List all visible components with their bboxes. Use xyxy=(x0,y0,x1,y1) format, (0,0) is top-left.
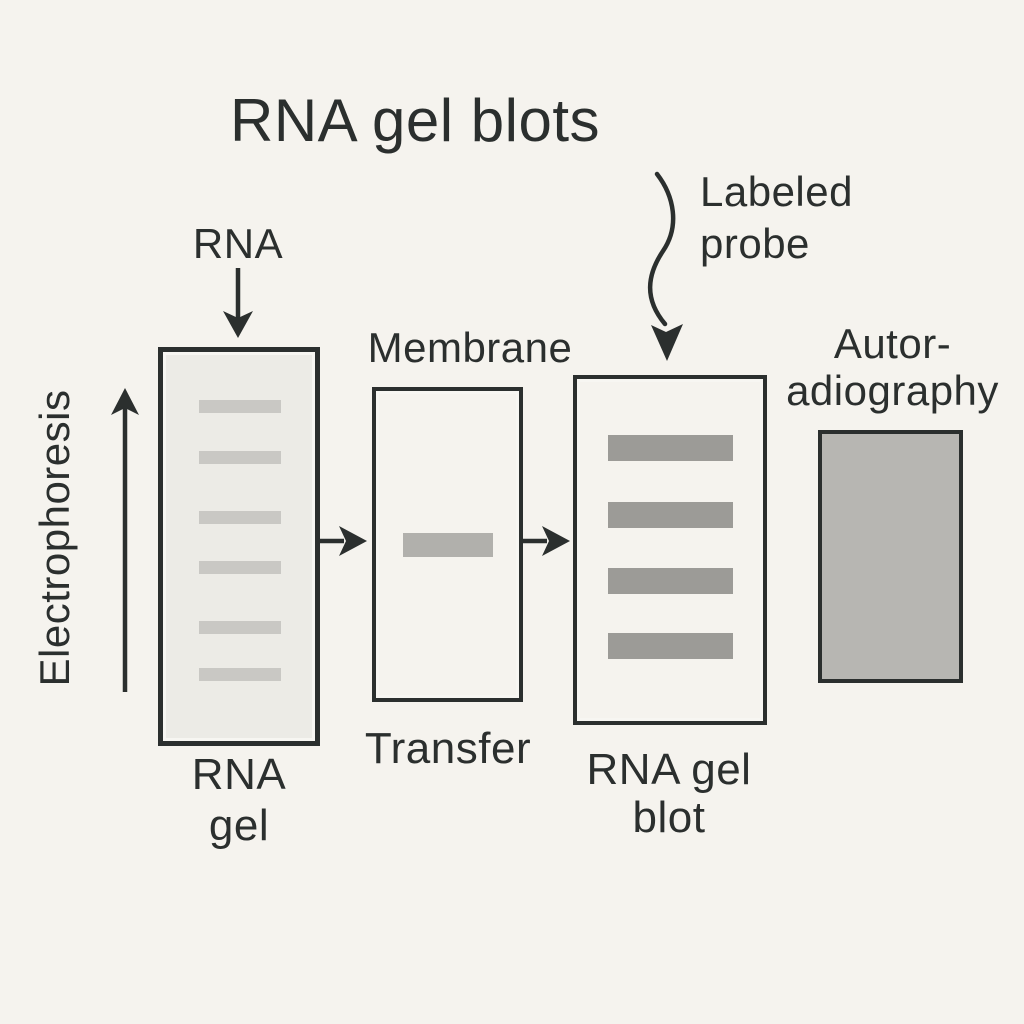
autoradiography-film-panel xyxy=(818,430,963,683)
electrophoresis-up-arrow-icon xyxy=(111,388,139,692)
membrane-label: Membrane xyxy=(367,324,573,371)
membrane-to-blot-arrow-head xyxy=(542,526,570,556)
electrophoresis-up-arrow-head xyxy=(111,388,139,415)
page-title: RNA gel blots xyxy=(229,87,600,154)
blot-band xyxy=(608,568,733,594)
rna-gel-panel xyxy=(158,347,320,746)
membrane-band xyxy=(403,533,493,557)
rna-down-arrow-icon xyxy=(223,268,253,338)
labeled-probe-line2: probe xyxy=(700,220,810,268)
probe-wavy-arrow-icon xyxy=(647,171,683,361)
blot-band xyxy=(608,435,733,461)
rna-gel-caption: RNA gel xyxy=(148,750,330,851)
gel-to-membrane-arrow-icon xyxy=(318,526,367,556)
autoradiography-label: Autor- adiography xyxy=(770,320,1015,414)
rna-gel-blot-caption: RNA gel blot xyxy=(569,745,769,843)
rna-gel-caption-line1: RNA xyxy=(191,750,287,799)
rna-input-label: RNA xyxy=(192,220,284,267)
rna-gel-blot-caption-line2: blot xyxy=(632,793,706,843)
rna-down-arrow-head xyxy=(223,311,253,338)
gel-band xyxy=(199,561,281,574)
rna-gel-blot-caption-line1: RNA gel xyxy=(586,745,752,794)
labeled-probe-line1: Labeled xyxy=(700,168,853,215)
gel-band xyxy=(199,451,281,464)
labeled-probe-label: Labeled probe xyxy=(700,166,853,270)
autoradiography-line2: adiography xyxy=(786,367,999,415)
transfer-caption: Transfer xyxy=(364,724,532,773)
gel-to-membrane-arrow-head xyxy=(339,526,367,556)
gel-band xyxy=(199,511,281,524)
electrophoresis-axis-label: Electrophoresis xyxy=(31,389,78,687)
gel-band xyxy=(199,400,281,413)
probe-wavy-arrow-head xyxy=(651,324,683,361)
blot-band xyxy=(608,502,733,528)
gel-band xyxy=(199,621,281,634)
autoradiography-line1: Autor- xyxy=(833,320,952,367)
probe-wavy-arrow-shaft xyxy=(647,171,676,327)
rna-gel-caption-line2: gel xyxy=(208,800,270,850)
rna-gel-blot-panel xyxy=(573,375,767,725)
membrane-to-blot-arrow-icon xyxy=(521,526,570,556)
gel-band xyxy=(199,668,281,681)
blot-band xyxy=(608,633,733,659)
membrane-panel xyxy=(372,387,523,702)
